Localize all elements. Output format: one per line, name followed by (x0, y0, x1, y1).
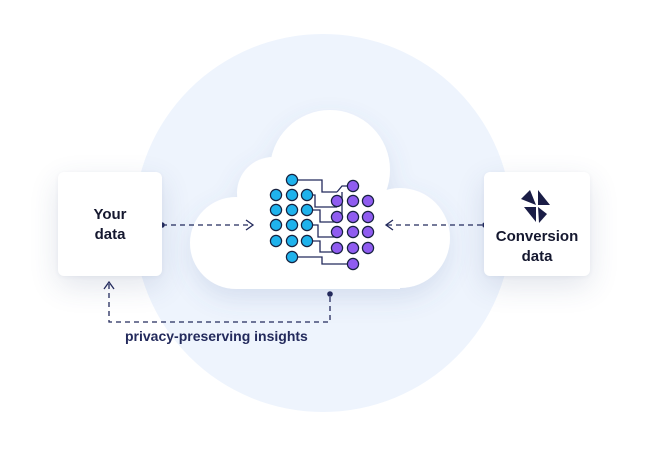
purple-node (330, 225, 344, 239)
purple-node (361, 194, 375, 208)
privacy-insights-label: privacy-preserving insights (125, 328, 308, 344)
purple-node (346, 194, 360, 208)
blue-node (285, 218, 299, 232)
blue-node (300, 188, 314, 202)
purple-node-group (330, 179, 375, 271)
purple-node (361, 241, 375, 255)
blue-node (269, 203, 283, 217)
feedback-loop-arrow (103, 280, 333, 323)
purple-node (346, 257, 360, 271)
conversion-data-line1: Conversion (495, 228, 579, 245)
your-data-label: Your data (58, 205, 162, 245)
blue-node (300, 218, 314, 232)
cloud-shape (190, 110, 450, 289)
blue-node (285, 203, 299, 217)
blue-node (300, 203, 314, 217)
conversion-data-card: Conversion data (484, 172, 590, 276)
purple-node (330, 194, 344, 208)
blue-node (285, 173, 299, 187)
blue-node (269, 234, 283, 248)
purple-node (346, 210, 360, 224)
purple-node (361, 225, 375, 239)
purple-node (361, 210, 375, 224)
your-data-line1: Your (93, 206, 127, 223)
purple-node (346, 179, 360, 193)
purple-node (346, 225, 360, 239)
purple-node (346, 241, 360, 255)
blue-node (285, 188, 299, 202)
blue-node (300, 234, 314, 248)
blue-node (285, 234, 299, 248)
your-data-line2: data (94, 226, 126, 243)
conversion-data-label: Conversion data (484, 227, 590, 267)
conversion-data-line2: data (521, 248, 553, 265)
blue-node-group (269, 173, 314, 264)
blue-node (269, 218, 283, 232)
blue-node (285, 250, 299, 264)
purple-node (330, 241, 344, 255)
star-logo-icon (521, 190, 550, 223)
blue-node (269, 188, 283, 202)
your-data-card: Your data (58, 172, 162, 276)
purple-node (330, 210, 344, 224)
